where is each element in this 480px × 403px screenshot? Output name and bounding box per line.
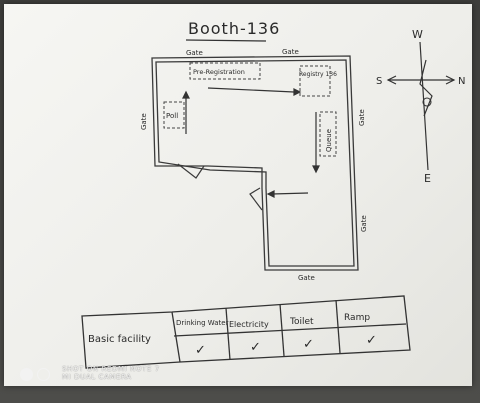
- compass-north: N: [458, 76, 465, 87]
- door-inner: [249, 187, 263, 211]
- facility-check-ramp: ✓: [366, 333, 377, 348]
- gate-label-top-left: Gate: [186, 49, 203, 57]
- camera-logo-dot: [20, 368, 33, 381]
- floor-plan-walls: [151, 55, 359, 271]
- title-underline: [185, 39, 267, 42]
- room-queue-label: Queue: [325, 129, 333, 152]
- camera-logo-ring: [37, 368, 50, 381]
- room-pre-registration-label: Pre-Registration: [193, 68, 245, 76]
- facility-col-electricity: Electricity: [229, 320, 269, 329]
- flow-arrows: [182, 87, 320, 198]
- room-poll: [163, 101, 185, 129]
- gate-label-top-right: Gate: [282, 48, 299, 56]
- facility-col-drinking-water: Drinking Water: [176, 319, 229, 327]
- compass-west: W: [412, 28, 423, 41]
- compass-rose: [386, 41, 456, 171]
- room-registry-label: Registry 136: [299, 71, 337, 78]
- room-pre-registration: [189, 62, 261, 80]
- facility-table: [81, 295, 411, 369]
- gate-label-right-lower: Gate: [360, 215, 368, 232]
- room-poll-label: Poll: [166, 112, 178, 120]
- facility-check-electricity: ✓: [250, 340, 261, 355]
- gate-label-right: Gate: [358, 109, 366, 126]
- compass-south: S: [376, 76, 382, 87]
- facility-row-header: Basic facility: [88, 334, 151, 345]
- facility-col-toilet: Toilet: [289, 317, 314, 327]
- facility-col-ramp: Ramp: [344, 313, 370, 323]
- facility-check-toilet: ✓: [303, 337, 314, 352]
- room-queue: [319, 111, 337, 157]
- door-left: [177, 163, 205, 179]
- sketch-title: Booth-136: [188, 19, 280, 38]
- watermark-line-1: SHOT ON REDMI NOTE 7: [62, 365, 160, 373]
- room-registry: [299, 65, 331, 97]
- compass-east: E: [424, 172, 431, 185]
- gate-label-left: Gate: [140, 113, 148, 130]
- facility-check-drinking-water: ✓: [195, 343, 206, 358]
- gate-label-bottom: Gate: [298, 274, 315, 282]
- camera-watermark: SHOT ON REDMI NOTE 7 MI DUAL CAMERA: [62, 365, 160, 381]
- watermark-line-2: MI DUAL CAMERA: [62, 373, 132, 381]
